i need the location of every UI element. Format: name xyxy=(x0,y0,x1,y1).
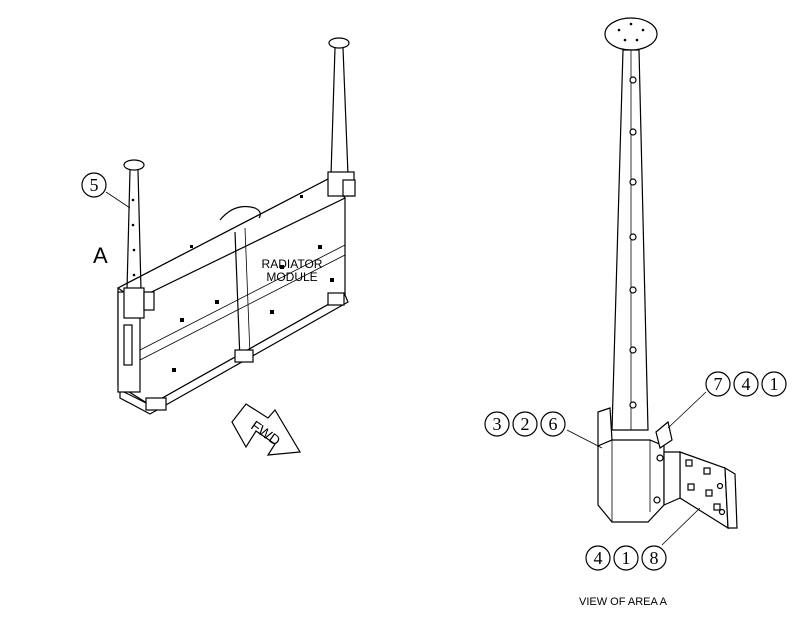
svg-text:8: 8 xyxy=(650,548,659,568)
fwd-arrow: FWD xyxy=(231,403,302,456)
svg-text:5: 5 xyxy=(90,175,99,195)
right-mast xyxy=(327,37,356,197)
svg-text:2: 2 xyxy=(521,414,530,434)
callout-group-741: 7 4 1 xyxy=(705,371,787,397)
module-label: MODULE xyxy=(266,270,317,284)
leader-418 xyxy=(661,507,701,546)
leader-5 xyxy=(105,191,131,209)
view-caption: VIEW OF AREA A xyxy=(579,596,668,608)
radiator-label: RADIATOR xyxy=(262,257,323,271)
callout-group-326: 3 2 6 xyxy=(484,411,566,437)
callout-group-418: 4 1 8 xyxy=(585,545,667,571)
leader-741 xyxy=(667,391,707,429)
left-mast xyxy=(123,159,155,319)
svg-text:1: 1 xyxy=(770,374,779,394)
svg-text:6: 6 xyxy=(549,414,558,434)
svg-text:3: 3 xyxy=(493,414,502,434)
area-a-view xyxy=(597,17,738,530)
svg-text:4: 4 xyxy=(742,374,751,394)
callout-5: 5 xyxy=(81,172,107,198)
leader-326 xyxy=(566,429,603,449)
svg-text:4: 4 xyxy=(594,548,603,568)
svg-text:1: 1 xyxy=(622,548,631,568)
area-a-label: A xyxy=(93,243,108,268)
svg-text:7: 7 xyxy=(714,374,723,394)
